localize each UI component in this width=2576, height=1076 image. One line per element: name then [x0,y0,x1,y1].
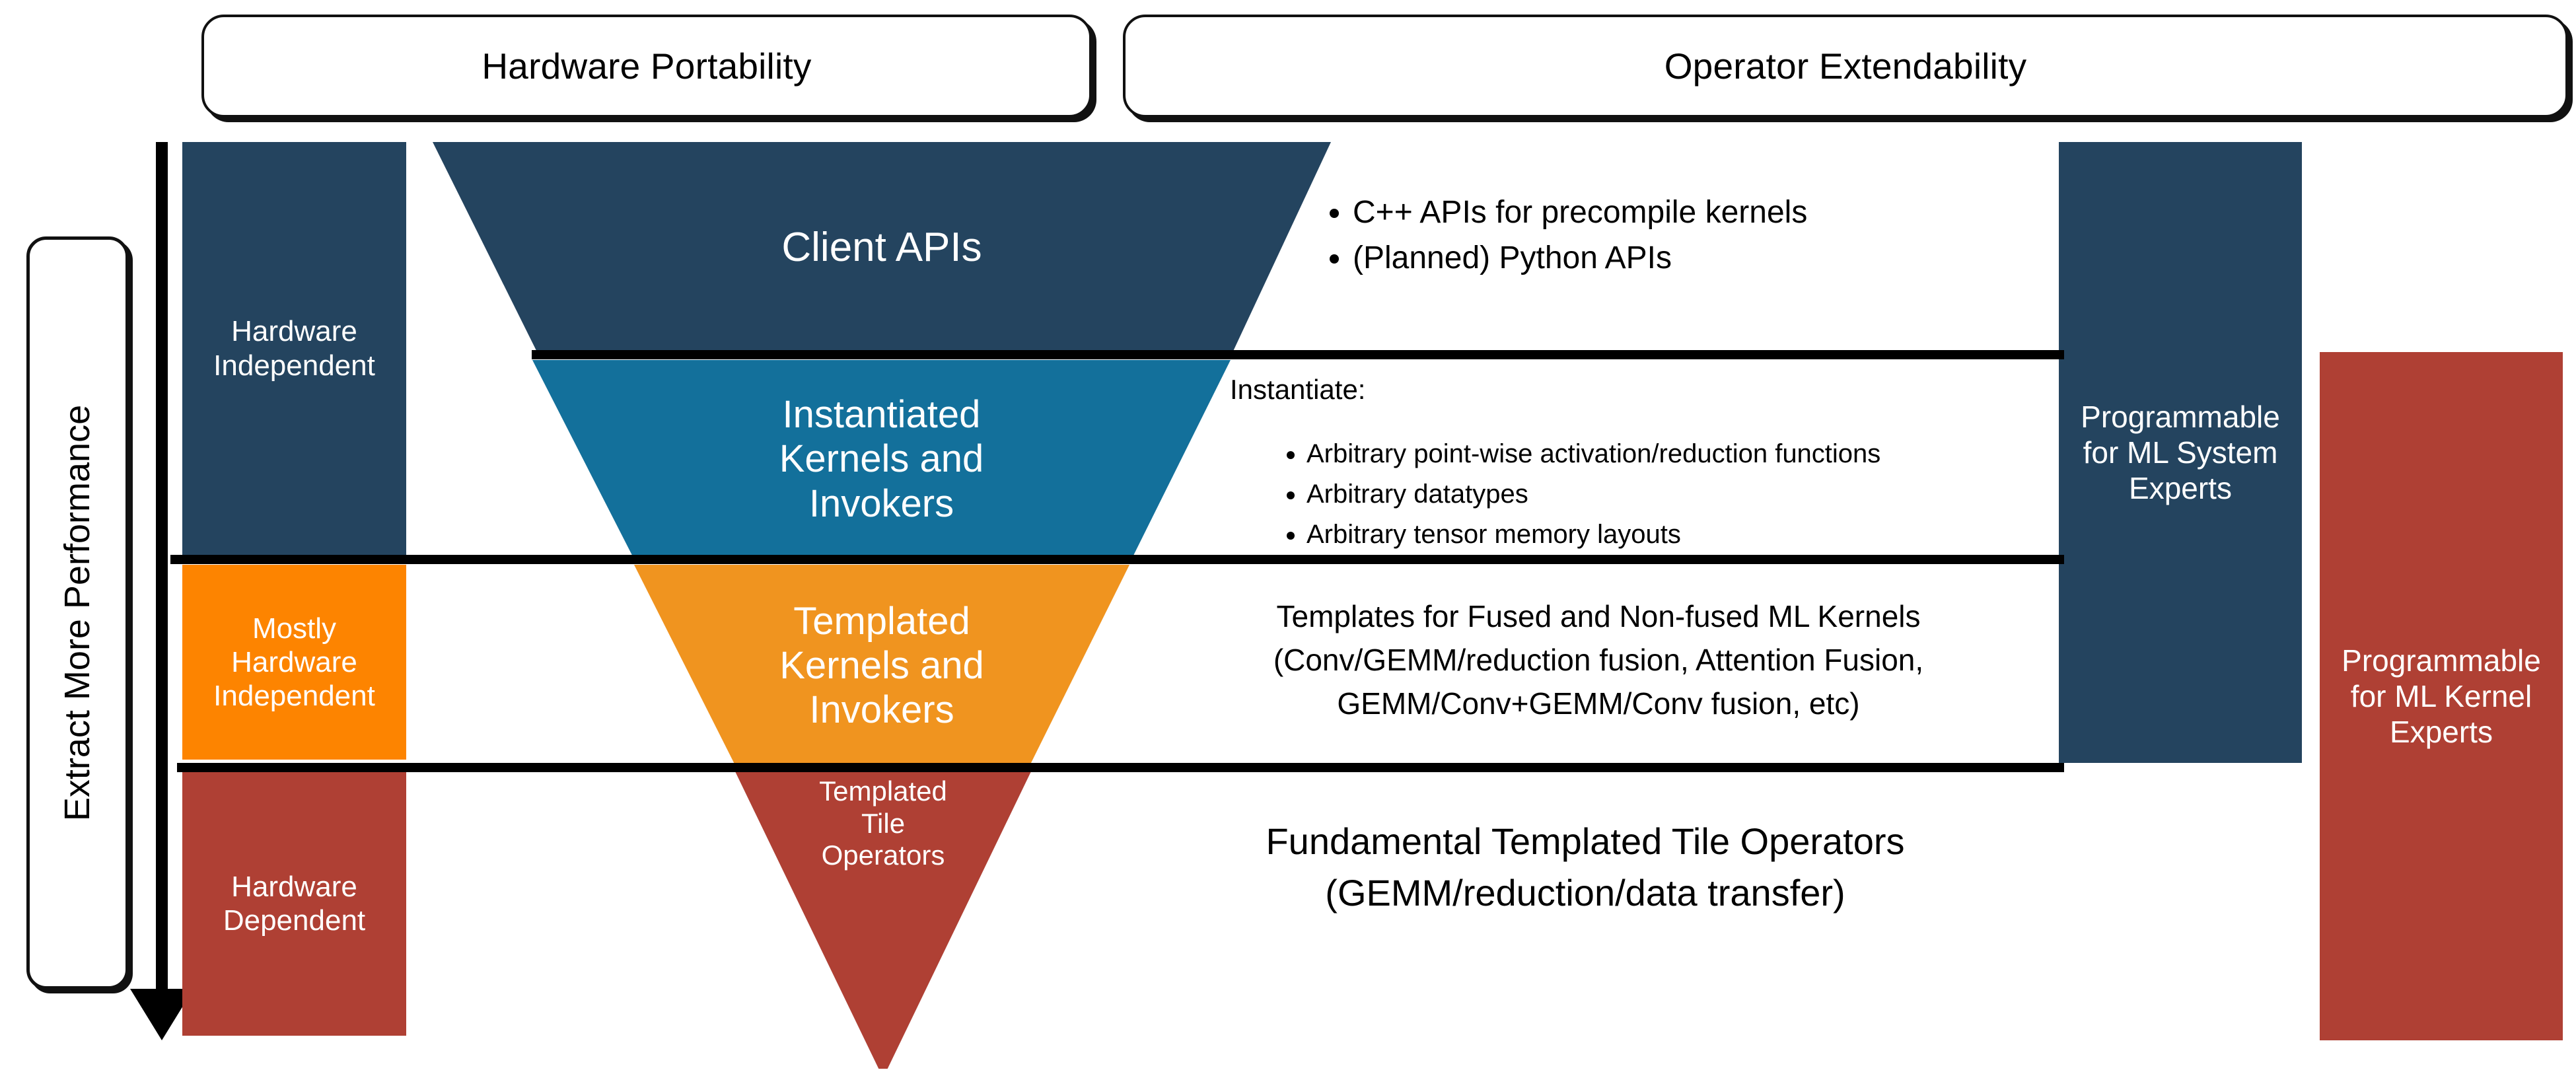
list-item: Arbitrary point-wise activation/reductio… [1306,436,2048,472]
list-item: C++ APIs for precompile kernels [1353,192,2028,233]
header-pill-hardware-portability: Hardware Portability [201,15,1092,118]
divider-line-middle [170,555,2064,564]
list-item: Arbitrary tensor memory layouts [1306,517,2048,553]
funnel-tier-label-client-apis: Client APIs [781,225,982,271]
instantiate-bullet-list: Arbitrary point-wise activation/reductio… [1268,436,2048,554]
fundamental-operators-description: Fundamental Templated Tile Operators (GE… [1266,820,1905,914]
client-apis-details: C++ APIs for precompile kernels (Planned… [1314,192,2028,283]
header-pill-operator-extendability: Operator Extendability [1123,15,2568,118]
divider-line-bottom [177,763,2064,772]
header-label-hardware-portability: Hardware Portability [482,46,812,87]
templates-description: Templates for Fused and Non-fused ML Ker… [1273,599,1924,721]
funnel-tier-client-apis: Client APIs [433,142,1331,353]
header-label-operator-extendability: Operator Extendability [1664,46,2027,87]
performance-axis-box: Extract More Performance [26,236,129,989]
instantiate-details: Arbitrary point-wise activation/reductio… [1268,436,2048,557]
list-item: Arbitrary datatypes [1306,476,2048,513]
instantiate-heading: Instantiate: [1230,374,1366,405]
divider-line-top [532,350,2064,359]
performance-axis-label: Extract More Performance [57,404,98,822]
client-apis-bullet-list: C++ APIs for precompile kernels (Planned… [1314,192,2028,279]
list-item: (Planned) Python APIs [1353,237,2028,279]
down-arrow-shaft [156,142,168,1001]
